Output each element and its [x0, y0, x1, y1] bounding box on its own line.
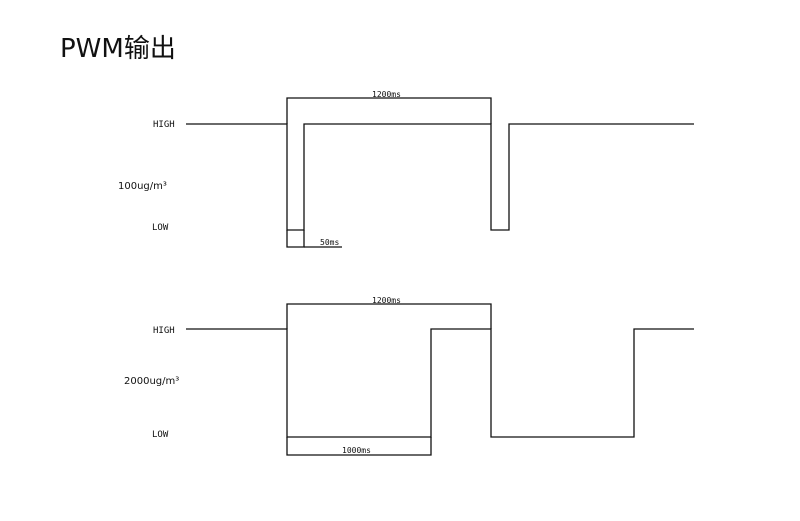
pwm-diagram-2: HIGH 2000ug/m³ LOW 1200ms 1000ms: [124, 296, 694, 456]
pwm-waveform-2: [186, 328, 694, 438]
concentration-label-1: 100ug/m³: [118, 181, 167, 192]
pwm-waveform-1: [186, 123, 694, 231]
period-span-label-2: 1200ms: [372, 296, 401, 305]
low-label-1: LOW: [152, 223, 169, 233]
page-title: PWM输出: [60, 34, 176, 64]
low-time-bracket-1: [286, 230, 305, 248]
period-bracket-2: [286, 303, 492, 329]
low-label-2: LOW: [152, 430, 169, 440]
period-span-label-1: 1200ms: [372, 90, 401, 99]
low-span-label-2: 1000ms: [342, 446, 371, 455]
period-bracket-1: [286, 97, 492, 124]
pwm-diagram-1: HIGH 100ug/m³ LOW 1200ms 50ms: [118, 90, 694, 248]
low-span-label-1: 50ms: [320, 238, 339, 247]
high-label-2: HIGH: [153, 326, 175, 336]
low-time-bracket-2: [286, 437, 432, 456]
high-label-1: HIGH: [153, 120, 175, 130]
concentration-label-2: 2000ug/m³: [124, 376, 179, 387]
